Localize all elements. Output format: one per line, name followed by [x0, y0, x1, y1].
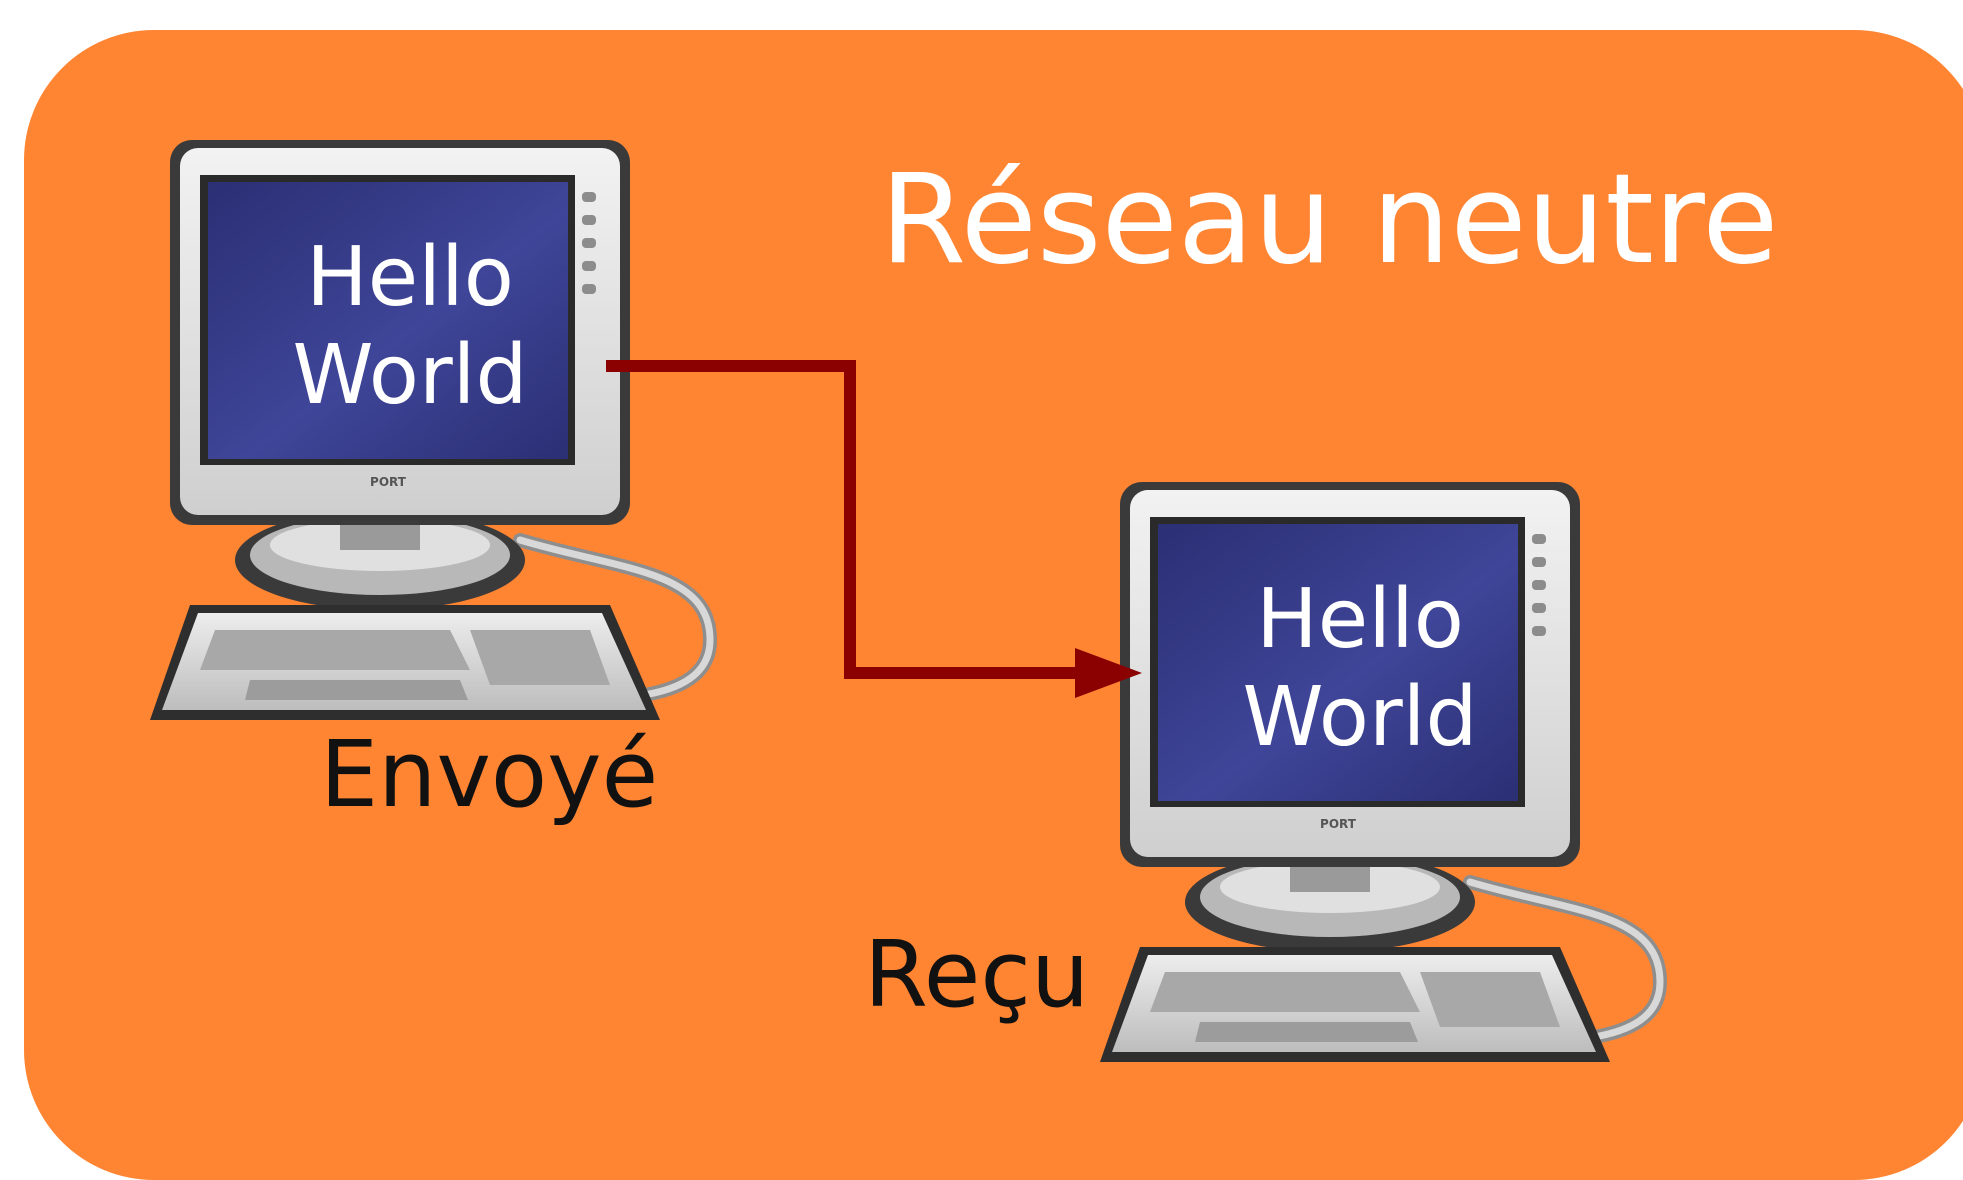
receiver-computer-icon: PORT: [1100, 482, 1668, 1062]
receiver-caption: Reçu: [864, 921, 1090, 1028]
sender-brand-label: PORT: [370, 475, 407, 489]
receiver-screen-line-1: Hello: [1256, 572, 1464, 667]
sender-screen-line-1: Hello: [306, 230, 514, 325]
sender-screen-line-2: World: [292, 328, 528, 423]
sender-computer-icon: PORT: [150, 140, 718, 720]
diagram-canvas: PORT PORT: [150, 140, 1668, 1062]
diagram-title: Réseau neutre: [880, 148, 1779, 292]
arrow-icon: [606, 360, 1142, 698]
receiver-screen-line-2: World: [1242, 670, 1478, 765]
receiver-brand-label: PORT: [1320, 817, 1357, 831]
sender-caption: Envoyé: [320, 721, 659, 828]
